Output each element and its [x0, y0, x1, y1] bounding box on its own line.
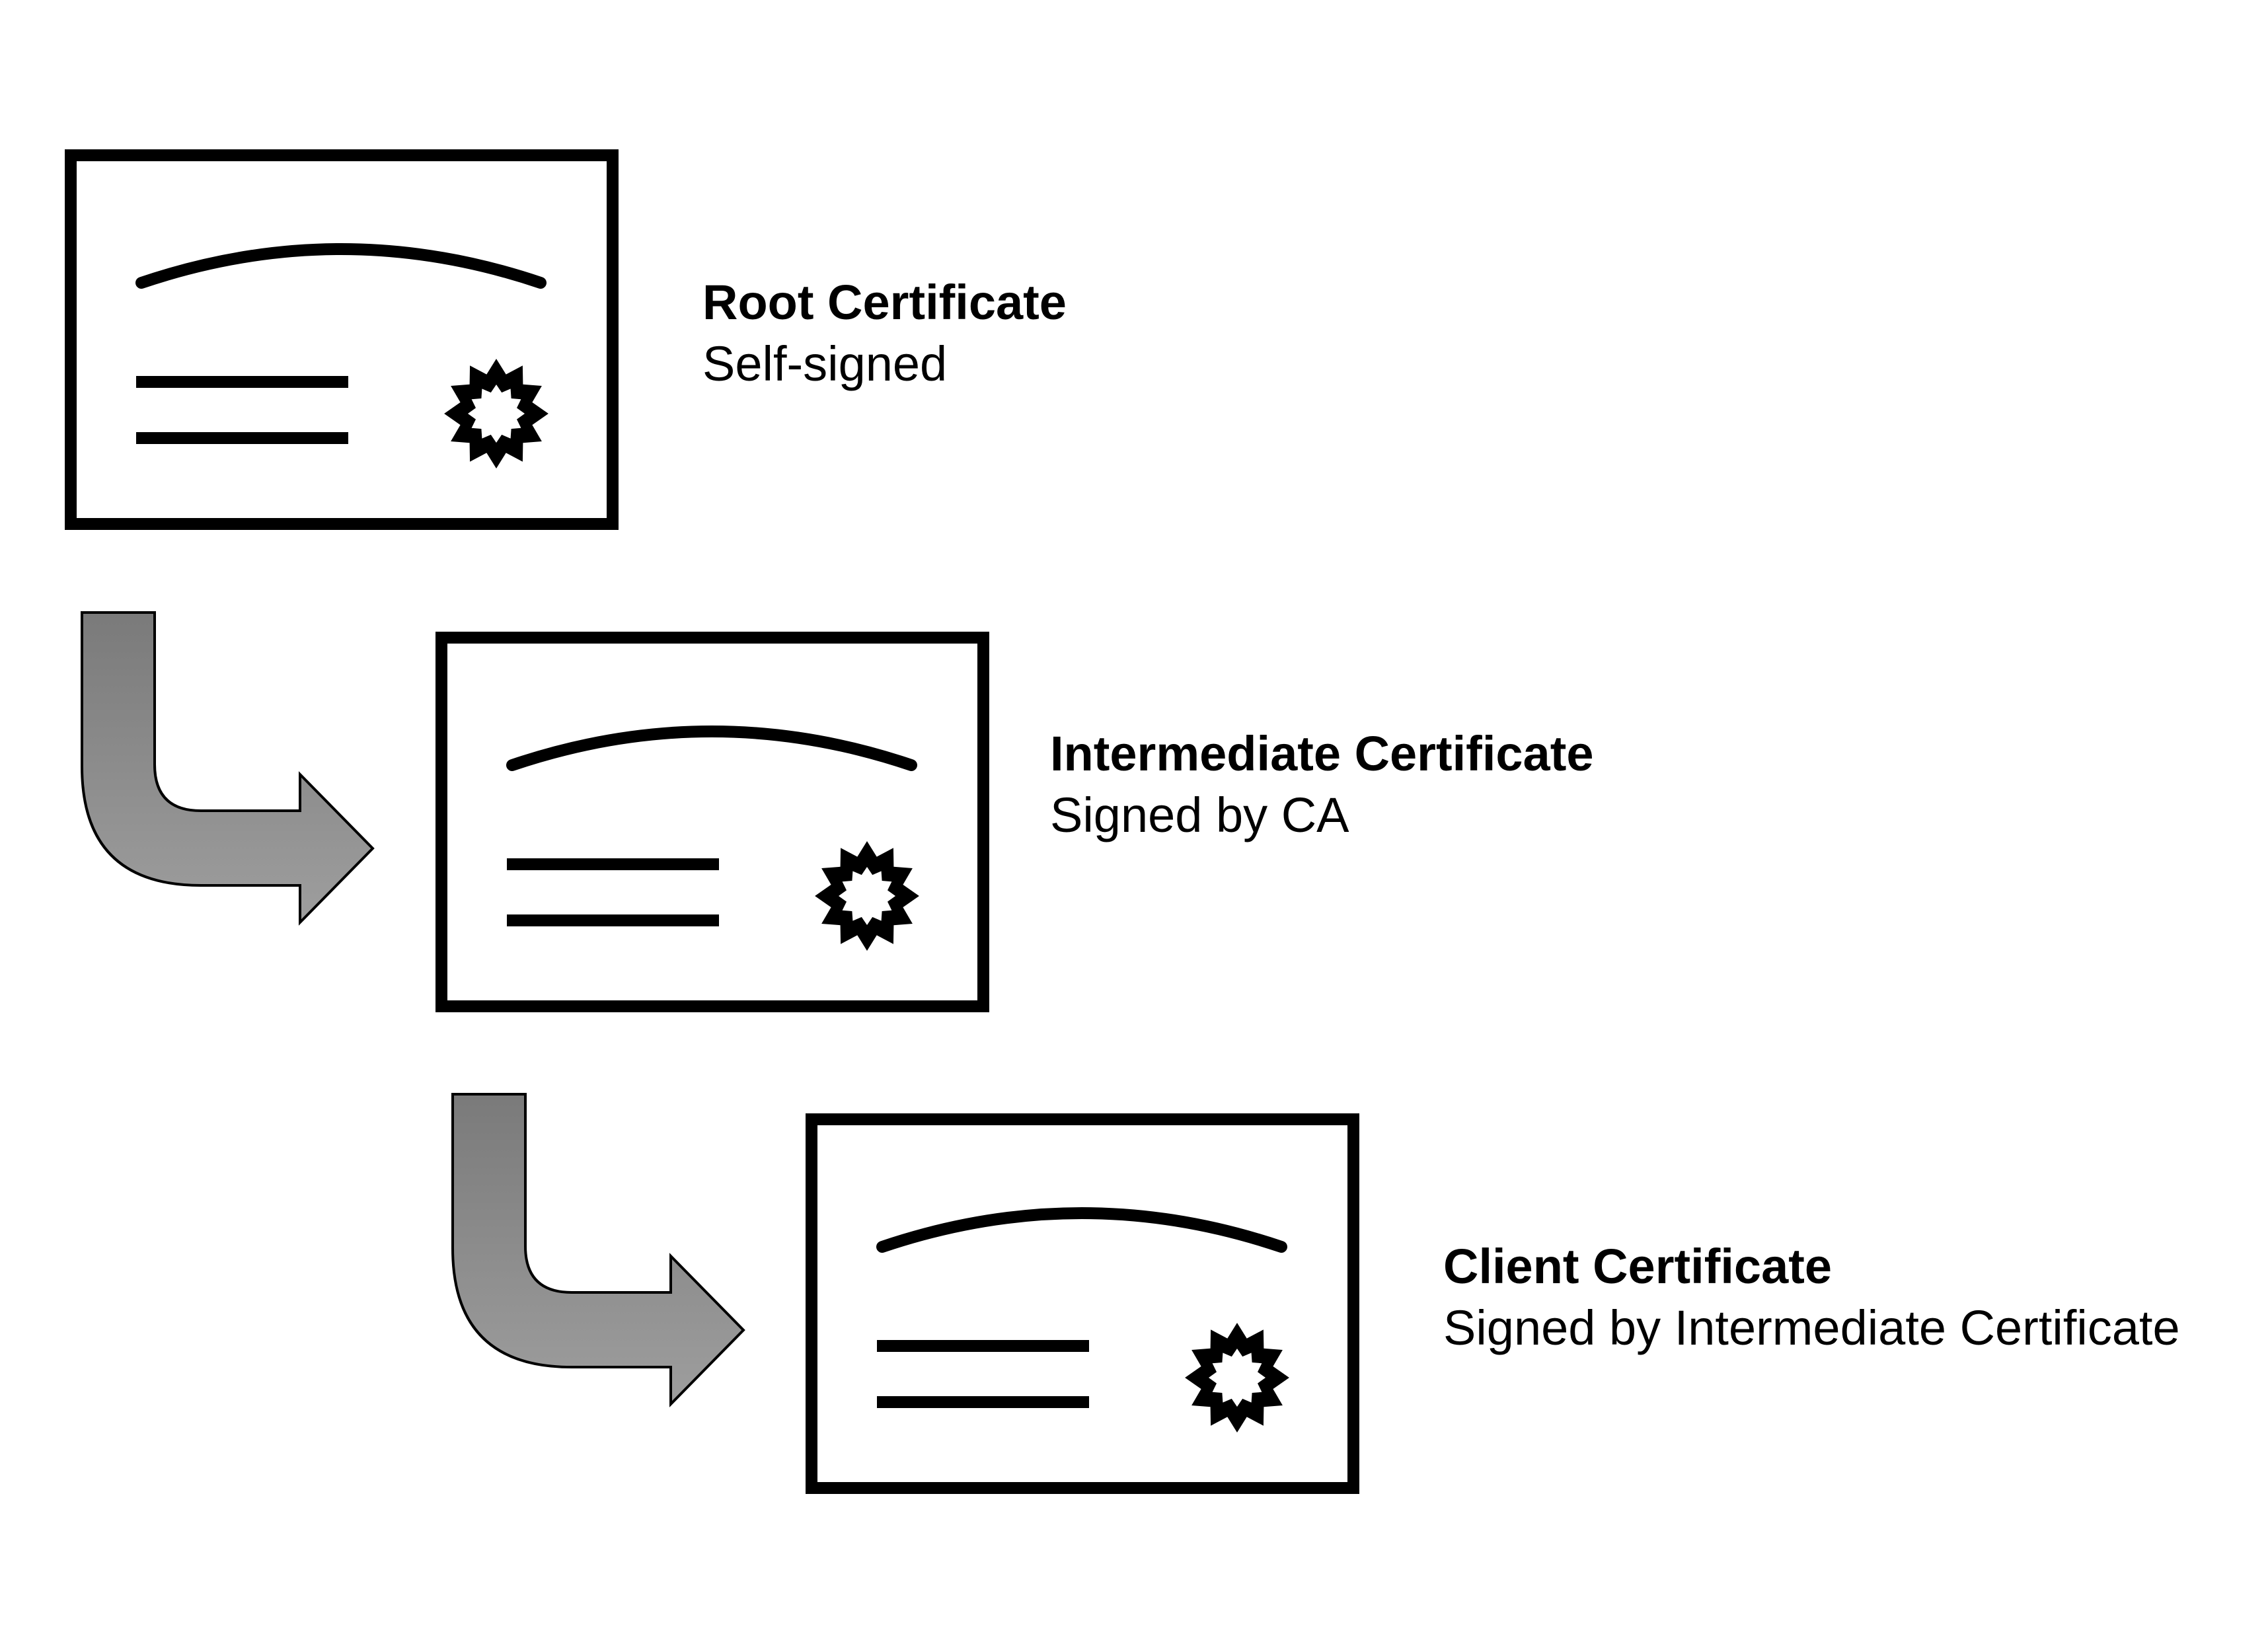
curved-arrow-icon [81, 611, 375, 926]
certificate-title: Client Certificate [1443, 1239, 1833, 1294]
certificate-title: Root Certificate [702, 275, 1067, 330]
client-certificate-icon [806, 1113, 1359, 1494]
certificate-subtitle: Signed by Intermediate Certificate [1443, 1300, 2180, 1355]
client-certificate-label: Client Certificate Signed by Intermediat… [1443, 1236, 2180, 1359]
intermediate-certificate-label: Intermediate Certificate Signed by CA [1050, 724, 1594, 846]
certificate-subtitle: Self-signed [702, 336, 948, 391]
root-certificate-icon [65, 149, 619, 530]
root-certificate-label: Root Certificate Self-signed [702, 272, 1067, 394]
curved-arrow-icon [451, 1093, 745, 1407]
intermediate-certificate-icon [435, 632, 989, 1012]
certificate-title: Intermediate Certificate [1050, 726, 1594, 781]
certificate-subtitle: Signed by CA [1050, 787, 1349, 842]
